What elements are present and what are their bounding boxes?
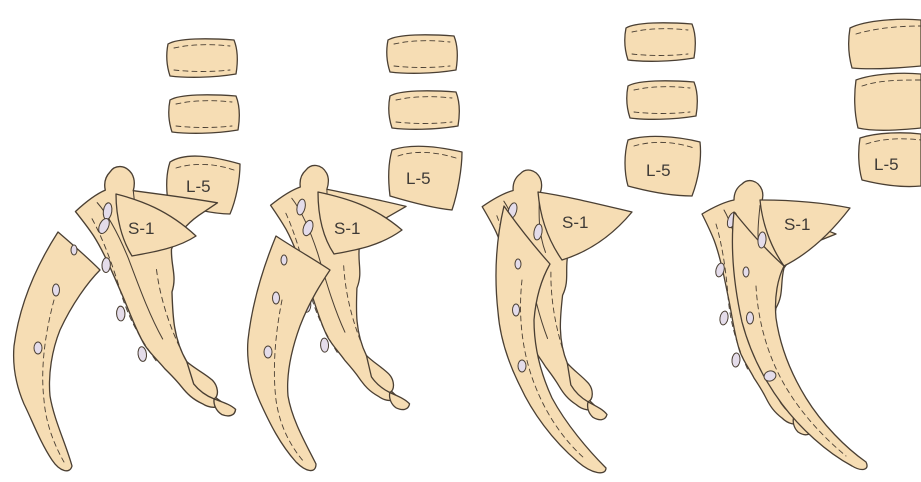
s1-label: S-1 (784, 215, 810, 234)
lumbar-vertebra (389, 91, 460, 130)
sacrum-tail (248, 236, 330, 471)
s1-label: S-1 (128, 219, 154, 238)
lumbar-vertebra (855, 73, 921, 130)
vertebra-l5: L-5 (859, 133, 921, 187)
sacral-foramen (515, 259, 521, 269)
sacral-foramen (513, 304, 520, 316)
vertebra-l5: L-5 (625, 136, 701, 196)
lumbar-vertebra (627, 81, 698, 120)
panel-1: L-5 S-1 (14, 39, 262, 471)
s1-label: S-1 (562, 213, 588, 232)
sacral-foramen (273, 292, 280, 304)
vertebra-l5: L-5 (389, 146, 462, 210)
lumbar-vertebra (387, 35, 458, 74)
lumbar-vertebra (625, 23, 696, 62)
lumbar-vertebra (167, 39, 238, 78)
lumbar-vertebra (169, 95, 240, 134)
s1-label: S-1 (334, 219, 360, 238)
sacral-foramen (71, 245, 77, 255)
panel-2: L-5 S-1 (248, 35, 462, 471)
sacral-foramen (743, 267, 749, 277)
sacral-foramen (53, 284, 60, 296)
sacrum-tail (14, 232, 100, 471)
panel-4: L-5 S-1 (702, 19, 921, 469)
sacral-foramen (34, 342, 42, 354)
l5-label: L-5 (406, 169, 431, 188)
l5-label: L-5 (186, 177, 211, 196)
sacral-foramen (281, 255, 287, 265)
sacral-foramen (518, 360, 526, 372)
lumbar-vertebra (849, 19, 921, 69)
sacral-foramen (747, 312, 754, 324)
panel-3: L-5 S-1 (480, 23, 701, 473)
l5-label: L-5 (646, 161, 671, 180)
sacral-foramen (264, 346, 272, 358)
l5-label: L-5 (874, 155, 899, 174)
